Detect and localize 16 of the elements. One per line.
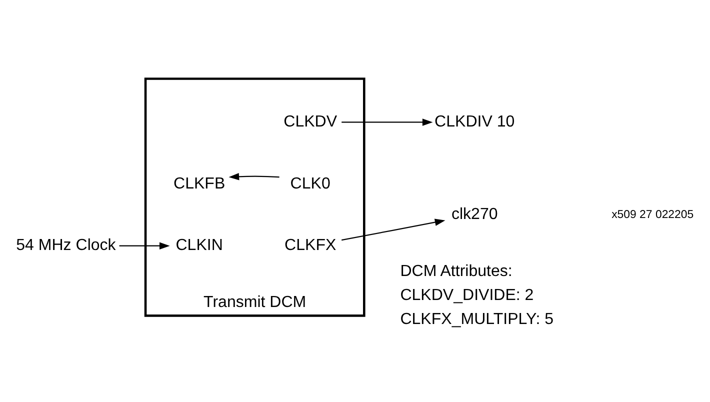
node-text: CLK0	[290, 174, 330, 192]
node-text: CLKFB	[174, 174, 226, 192]
label: DCM Attributes:	[400, 261, 512, 280]
node-text: CLKIN	[176, 236, 223, 254]
node-text: CLKDV	[284, 112, 338, 130]
node-text: CLKFX	[284, 236, 336, 254]
node-text: clk270	[451, 204, 498, 223]
node-text: CLKDIV 10	[434, 112, 515, 130]
label: x509 27 022205	[612, 208, 694, 220]
arrow	[341, 218, 446, 240]
arrow	[342, 118, 433, 126]
node-text: 54 MHz Clock	[16, 236, 116, 254]
arrow	[228, 172, 280, 180]
label: CLKFX_MULTIPLY: 5	[400, 309, 554, 328]
label: CLKDV_DIVIDE: 2	[400, 285, 534, 304]
arrow	[119, 242, 170, 249]
